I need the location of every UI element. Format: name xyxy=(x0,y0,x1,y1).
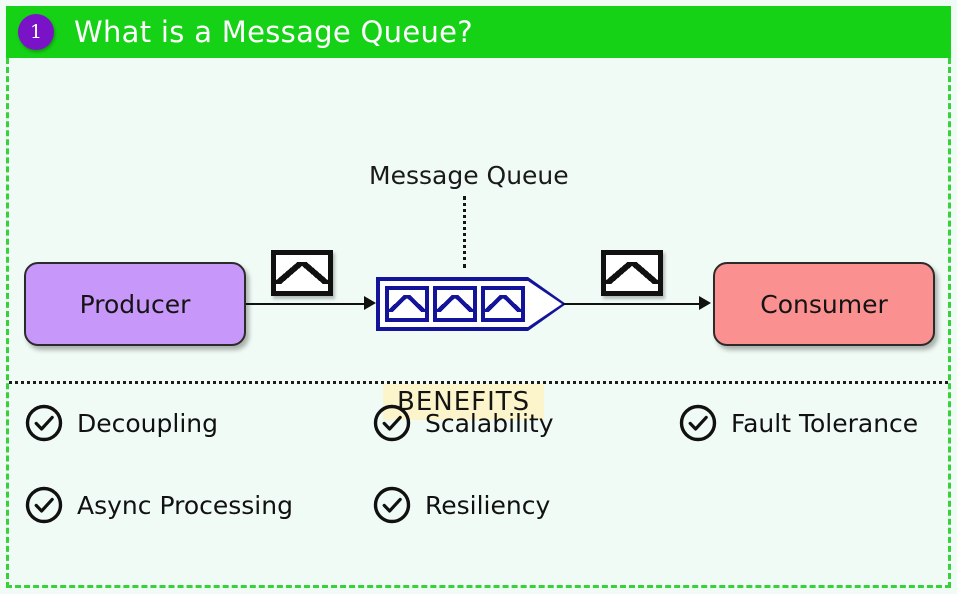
benefit-item-fault-tolerance[interactable]: Fault Tolerance xyxy=(678,403,939,443)
benefit-label: Async Processing xyxy=(77,490,293,520)
message-queue-node[interactable] xyxy=(376,277,566,331)
benefit-item-async-processing[interactable]: Async Processing xyxy=(24,485,372,525)
check-circle-icon xyxy=(373,404,411,442)
check-circle-icon xyxy=(25,404,63,442)
benefit-label: Decoupling xyxy=(77,408,218,438)
consumer-node[interactable]: Consumer xyxy=(713,262,935,346)
slide-header: 1 What is a Message Queue? xyxy=(6,6,951,58)
queue-messages xyxy=(385,286,525,322)
check-circle-icon xyxy=(25,486,63,524)
envelope-icon xyxy=(271,250,333,296)
message-queue-diagram: Message Queue Producer Consumer BENEFITS xyxy=(0,58,957,420)
slide-number-badge: 1 xyxy=(18,14,54,50)
envelope-icon xyxy=(385,286,429,322)
queue-caption: Message Queue xyxy=(369,161,569,190)
check-circle-icon xyxy=(679,404,717,442)
benefits-row: Async Processing Resiliency xyxy=(24,485,939,567)
check-circle-icon xyxy=(373,486,411,524)
benefits-list: Decoupling Scalability Fault Tolerance xyxy=(24,403,939,567)
queue-to-consumer-arrow-head xyxy=(699,296,711,310)
consumer-label: Consumer xyxy=(760,289,888,319)
benefit-item-scalability[interactable]: Scalability xyxy=(372,403,678,443)
envelope-icon xyxy=(481,286,525,322)
benefits-row: Decoupling Scalability Fault Tolerance xyxy=(24,403,939,485)
producer-to-queue-arrow-line xyxy=(246,303,366,305)
envelope-icon xyxy=(433,286,477,322)
benefits-heading: BENEFITS xyxy=(383,384,545,420)
queue-to-consumer-arrow-line xyxy=(563,303,701,305)
benefit-label: Resiliency xyxy=(425,490,551,520)
producer-node[interactable]: Producer xyxy=(24,262,246,346)
benefit-item-resiliency[interactable]: Resiliency xyxy=(372,485,678,525)
benefit-label: Scalability xyxy=(425,408,554,438)
benefit-item-decoupling[interactable]: Decoupling xyxy=(24,403,372,443)
benefit-label: Fault Tolerance xyxy=(731,408,919,438)
page-title: What is a Message Queue? xyxy=(74,15,473,49)
section-divider xyxy=(9,381,948,384)
envelope-icon xyxy=(601,250,663,296)
producer-to-queue-arrow-head xyxy=(364,296,376,310)
producer-label: Producer xyxy=(79,289,191,319)
queue-leader-line xyxy=(463,196,466,268)
